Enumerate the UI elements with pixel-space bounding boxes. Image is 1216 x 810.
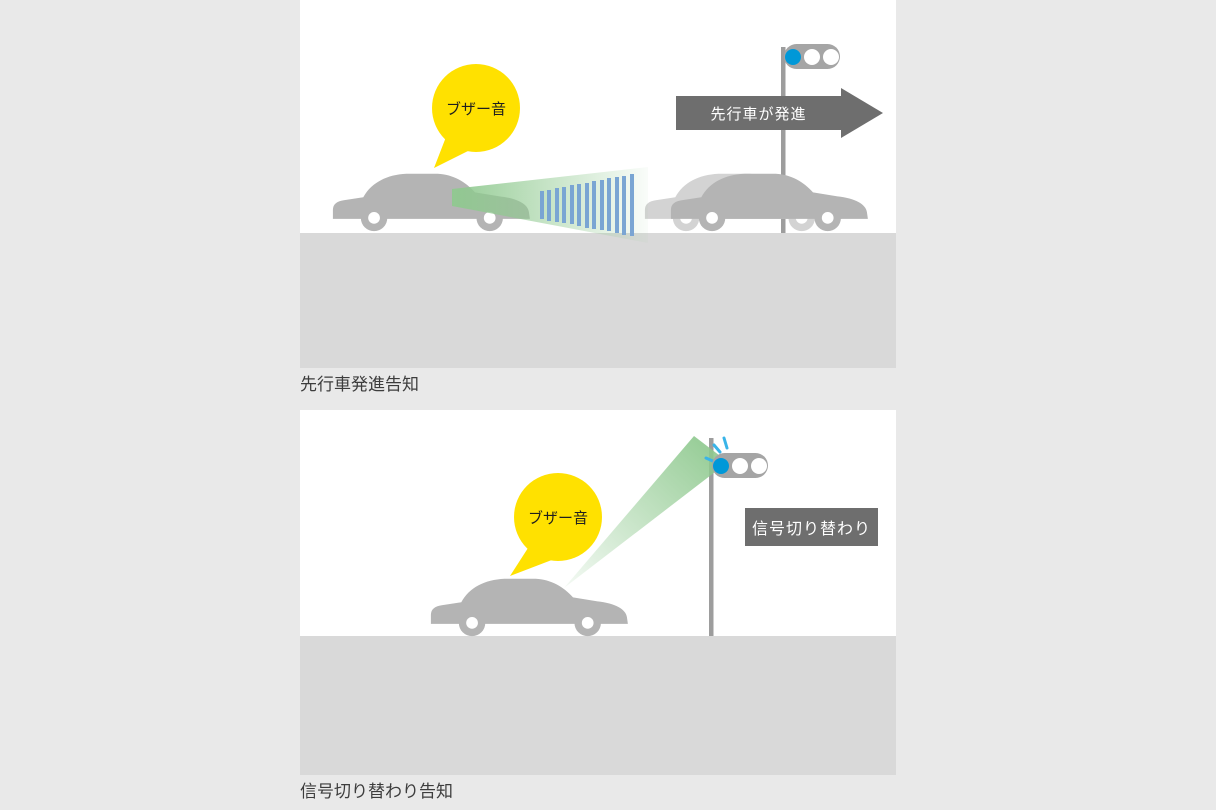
road <box>300 636 896 775</box>
buzzer-balloon-tail <box>434 137 476 168</box>
figure-signal-change: ブザー音 信号切り替わり 信号切り替わり告知 <box>300 410 896 802</box>
panel-leading-vehicle-start: ブザー音 先行車が発進 <box>300 0 896 368</box>
traffic-light-icon <box>712 453 768 478</box>
signal-pole <box>709 438 714 636</box>
figure-leading-vehicle-start: ブザー音 先行車が発進 先行車発進告知 <box>300 0 896 395</box>
buzzer-balloon-tail <box>510 548 557 576</box>
buzzer-balloon-label: ブザー音 <box>445 101 506 118</box>
illustration-leading-vehicle <box>332 47 868 243</box>
illustration-signal-change <box>430 436 729 637</box>
signal-off-lamp <box>804 48 820 65</box>
car-icon <box>430 578 628 637</box>
signal-blue-lamp <box>785 48 801 65</box>
figure-caption: 先行車発進告知 <box>300 375 419 394</box>
signal-change-callout: 信号切り替わり <box>745 508 878 546</box>
signal-off-lamp <box>751 457 767 474</box>
buzzer-speech-balloon-icon <box>514 473 602 561</box>
panel-signal-change: ブザー音 信号切り替わり <box>300 410 896 775</box>
signal-blue-lamp <box>713 457 729 474</box>
signal-off-lamp <box>732 457 748 474</box>
buzzer-speech-balloon-icon <box>432 64 520 152</box>
signal-off-lamp <box>823 48 839 65</box>
arrow-callout-label: 先行車が発進 <box>676 96 841 130</box>
figure-caption: 信号切り替わり告知 <box>300 782 453 801</box>
arrow-head <box>841 88 883 138</box>
green-sensor-beam <box>564 436 728 588</box>
departure-arrow-callout: 先行車が発進 <box>676 88 883 138</box>
traffic-light-icon <box>784 44 840 69</box>
road <box>300 233 896 368</box>
blue-radar-wave-stripes <box>540 174 634 236</box>
buzzer-balloon-label: ブザー音 <box>527 510 588 527</box>
signal-pole <box>781 47 786 233</box>
